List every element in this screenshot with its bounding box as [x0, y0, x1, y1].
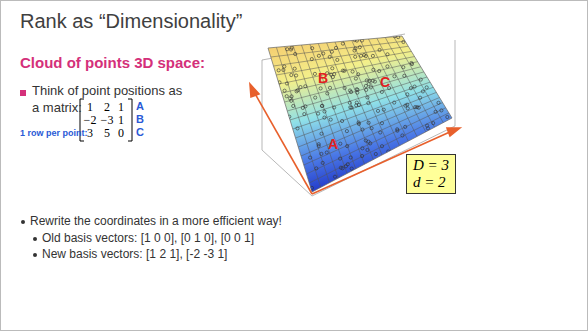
row-note: 1 row per point:	[20, 128, 88, 138]
matrix-cell: 0	[118, 126, 124, 141]
point-label: B	[318, 70, 328, 86]
sub-bullet-text: New basis vectors: [1 2 1], [-2 -3 1]	[42, 247, 227, 261]
dimension-text: D = 3	[413, 157, 449, 174]
point-label: C	[380, 74, 390, 90]
point-plane	[268, 36, 452, 192]
plane-grid	[271, 37, 449, 188]
basis-arrows	[250, 84, 460, 194]
axis-box	[262, 34, 455, 196]
point-cloud	[277, 35, 449, 190]
matrix-cell: 1	[87, 100, 93, 115]
row-label: C	[136, 126, 144, 138]
matrix-cell: 1	[118, 100, 124, 115]
bullet-dot	[33, 253, 37, 257]
bullet-square	[20, 90, 26, 96]
dimension-box: D = 3d = 2	[406, 154, 456, 194]
dimension-text: d = 2	[413, 174, 449, 191]
row-label: A	[136, 100, 144, 112]
sub-bullet-text: Old basis vectors: [1 0 0], [0 1 0], [0 …	[42, 231, 254, 245]
matrix-cell: 1	[118, 113, 124, 128]
matrix-cell: −3	[101, 113, 114, 128]
matrix-cell: 5	[104, 126, 110, 141]
matrix-cell: 3	[87, 126, 93, 141]
section-heading: Cloud of points 3D space:	[20, 54, 205, 71]
point-label: A	[328, 136, 338, 152]
matrix-brackets	[80, 99, 132, 141]
bullet-dot	[21, 220, 25, 224]
slide-title: Rank as “Dimensionality”	[20, 10, 242, 33]
matrix-cell: 2	[104, 100, 110, 115]
bullet-dot	[33, 237, 37, 241]
bullet-text: Rewrite the coordinates in a more effici…	[30, 214, 282, 228]
row-label: B	[136, 113, 144, 125]
matrix-cell: −2	[84, 113, 97, 128]
